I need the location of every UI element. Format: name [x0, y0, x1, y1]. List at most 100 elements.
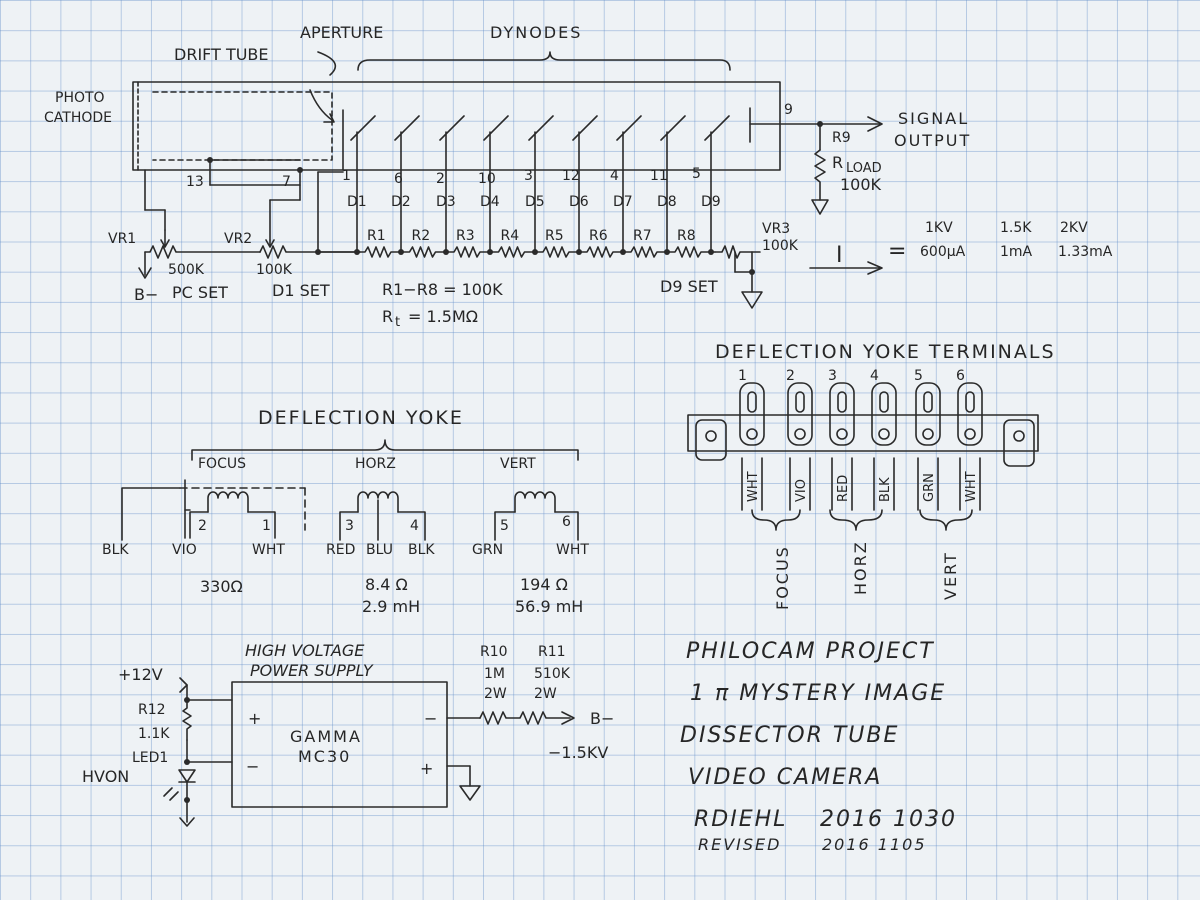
project-revised-date: 2016 1105: [822, 835, 927, 854]
resistor-label: R7: [633, 228, 652, 244]
project-author: RDIEHL: [694, 807, 787, 832]
terminal-lugs: [739, 382, 983, 511]
yoke-term-4: 4: [410, 518, 419, 534]
aperture-leader: [317, 51, 337, 76]
focus-resistance: 330Ω: [200, 577, 243, 596]
project-revised: REVISED: [698, 835, 781, 854]
project-line-2: 1 π MYSTERY IMAGE: [690, 681, 946, 706]
yoke-term-6: 6: [562, 514, 571, 530]
resistor-label: R5: [545, 228, 564, 244]
kv-2: 1.5K: [1000, 220, 1032, 236]
terminal-braces: [751, 509, 973, 531]
cathode-label: CATHODE: [44, 110, 112, 126]
vr2-label: VR2: [224, 231, 252, 247]
psu-plus-out: +: [420, 759, 433, 778]
dynodes-label: DYNODES: [490, 23, 582, 42]
signal-label: SIGNAL: [898, 109, 969, 128]
dynode-resistor: [578, 246, 624, 258]
vr1-resistor: [144, 245, 261, 259]
psu-r12-value: 1.1K: [138, 726, 170, 742]
vert-coil: [514, 491, 556, 513]
wire-wht2: WHT: [556, 542, 589, 558]
yoke-term-5: 5: [500, 518, 509, 534]
psu-minus-out: −: [424, 709, 437, 728]
terminal-color: WHT: [964, 471, 979, 502]
rload-sub: LOAD: [846, 161, 882, 176]
pin-label: 4: [610, 168, 619, 184]
wire-red: RED: [326, 542, 355, 558]
yoke-horz-label: HORZ: [355, 456, 396, 472]
wire-vio: VIO: [172, 542, 197, 558]
pin-label: 13: [186, 174, 204, 190]
dynode-resistor: [666, 246, 712, 258]
resistor-label: R2: [412, 228, 431, 244]
yoke-focus-label: FOCUS: [198, 456, 246, 472]
vr3-wiring: [714, 121, 883, 309]
terminal-number: 6: [956, 368, 965, 384]
group-vert: VERT: [941, 551, 960, 600]
pin-label: 10: [478, 171, 496, 187]
psu-title-2: POWER SUPPLY: [250, 661, 374, 680]
psu-r11: R11: [538, 644, 566, 660]
terminal-lug: [829, 382, 855, 446]
ma-3: 1.33mA: [1058, 244, 1113, 260]
psu-r12: R12: [138, 702, 166, 718]
psu-plus-in: +: [248, 709, 261, 728]
pin-label: 12: [562, 168, 580, 184]
terminal-number: 1: [738, 368, 747, 384]
rt-value: = 1.5MΩ: [408, 307, 478, 326]
dynode-plate: [528, 115, 554, 141]
vr2-resistor: [259, 245, 361, 259]
terminal-color: GRN: [922, 473, 937, 502]
pin-label: 2: [436, 171, 445, 187]
dynode-resistor: [534, 246, 580, 258]
output-label: OUTPUT: [894, 131, 971, 150]
project-line-1: PHILOCAM PROJECT: [686, 639, 935, 664]
psu-hvon: HVON: [82, 767, 129, 786]
psu-r11-v1: 510K: [534, 666, 571, 682]
focus-coil: [207, 491, 249, 513]
wire-grn: GRN: [472, 542, 503, 558]
tube-left-wiring: [138, 157, 361, 279]
dynode-plate: [483, 115, 509, 141]
vr3-value: 100K: [762, 238, 799, 254]
project-line-3: DISSECTOR TUBE: [680, 723, 899, 748]
aperture-label: APERTURE: [300, 23, 383, 42]
vert-resistance: 194 Ω: [520, 575, 568, 594]
group-focus: FOCUS: [773, 545, 792, 610]
dynode-plate: [350, 115, 376, 141]
kv-3: 2KV: [1060, 220, 1088, 236]
pin-label: 5: [692, 166, 701, 182]
dynode-label: D3: [436, 194, 456, 210]
r9-label: R9: [832, 130, 851, 146]
terminal-number: 5: [914, 368, 923, 384]
dynode-label: D1: [347, 194, 367, 210]
wire-blu: BLU: [366, 542, 393, 558]
dynode-resistor: [445, 246, 491, 258]
horz-coil: [357, 491, 399, 513]
vr3-resistor: [714, 245, 753, 259]
psu-title-1: HIGH VOLTAGE: [245, 641, 365, 660]
dynode-resistor: [400, 246, 447, 258]
psu-led1: LED1: [132, 750, 168, 766]
psu-r10-v2: 2W: [484, 686, 507, 702]
terminal-number: 3: [828, 368, 837, 384]
psu-minus-in: −: [246, 757, 259, 776]
resistor-label: R1: [367, 228, 386, 244]
psu-model-1: GAMMA: [290, 727, 362, 746]
terminal-color: RED: [836, 475, 851, 502]
dynode-resistor: [622, 246, 668, 258]
dynode-plate: [616, 115, 642, 141]
yoke-title: DEFLECTION YOKE: [258, 407, 464, 429]
vr2-value: 100K: [256, 262, 293, 278]
drift-leader: [309, 89, 333, 121]
horz-resistance: 8.4 Ω: [365, 575, 408, 594]
terminal-number: 4: [870, 368, 879, 384]
resistor-label: R4: [501, 228, 520, 244]
rt-sub: t: [395, 315, 400, 330]
project-line-4: VIDEO CAMERA: [688, 765, 882, 790]
project-date: 2016 1030: [820, 807, 957, 832]
